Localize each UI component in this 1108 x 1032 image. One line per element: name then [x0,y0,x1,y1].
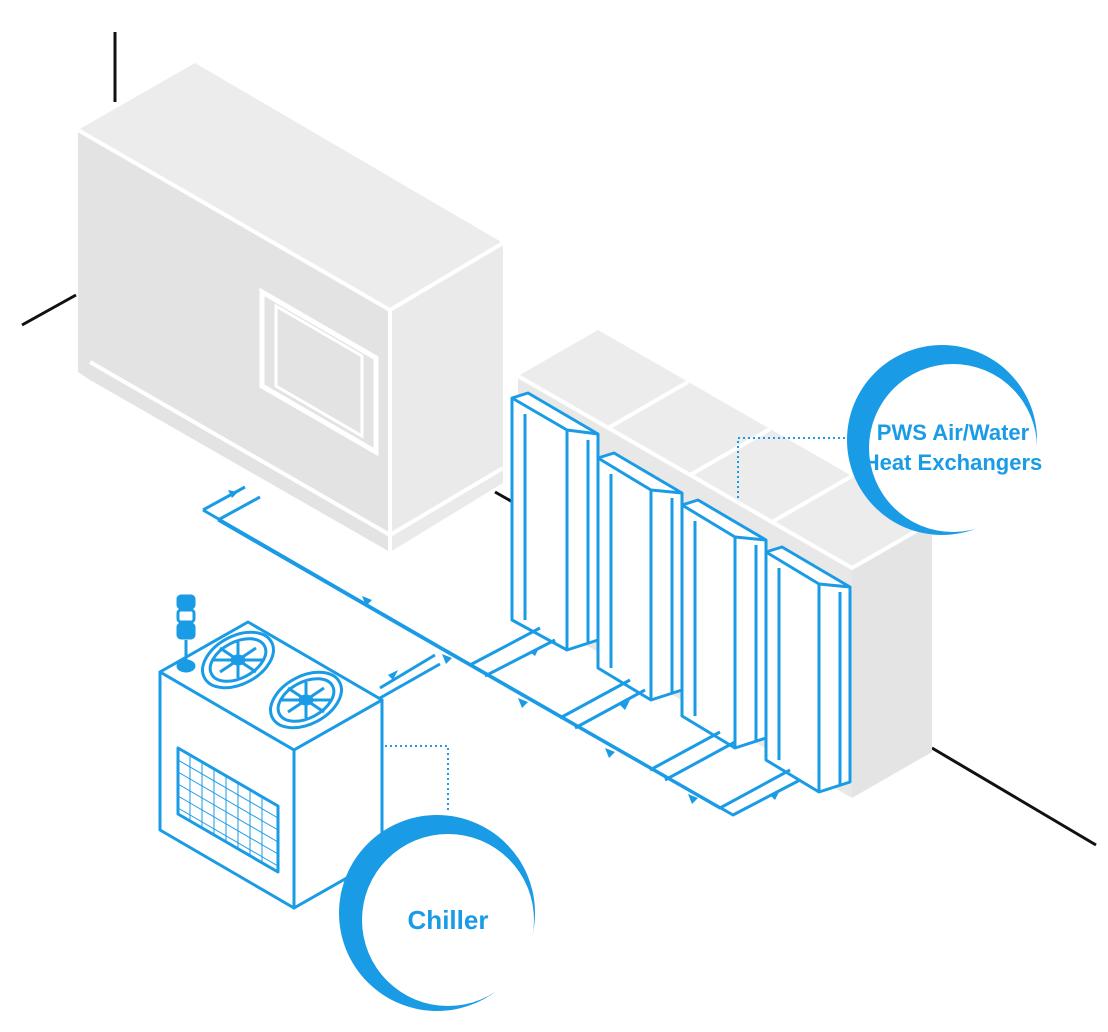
chiller-unit [158,594,384,910]
heat-exchanger-unit-3 [680,498,768,750]
chiller-callout: Chiller [339,815,535,1011]
water-piping [202,485,801,817]
callout-connectors [385,437,852,812]
heat-exchangers-label-line1: PWS Air/Water [877,420,1030,445]
heat-exchanger-unit-1 [510,391,600,652]
room-edges [21,32,1097,847]
chiller-grille [177,755,279,867]
heat-exchanger-unit-4 [764,545,852,794]
heat-exchangers-callout: PWS Air/Water Heat Exchangers [847,345,1042,535]
fan-icon [269,670,343,730]
large-cabinet [77,63,505,552]
heat-exchanger-units [510,391,852,794]
flow-arrows [228,490,780,804]
chiller-label: Chiller [408,905,489,935]
signal-tower-icon [176,594,196,673]
heat-exchanger-unit-2 [596,451,684,702]
heat-exchangers-label-line2: Heat Exchangers [864,450,1043,475]
fan-icon [201,630,275,690]
